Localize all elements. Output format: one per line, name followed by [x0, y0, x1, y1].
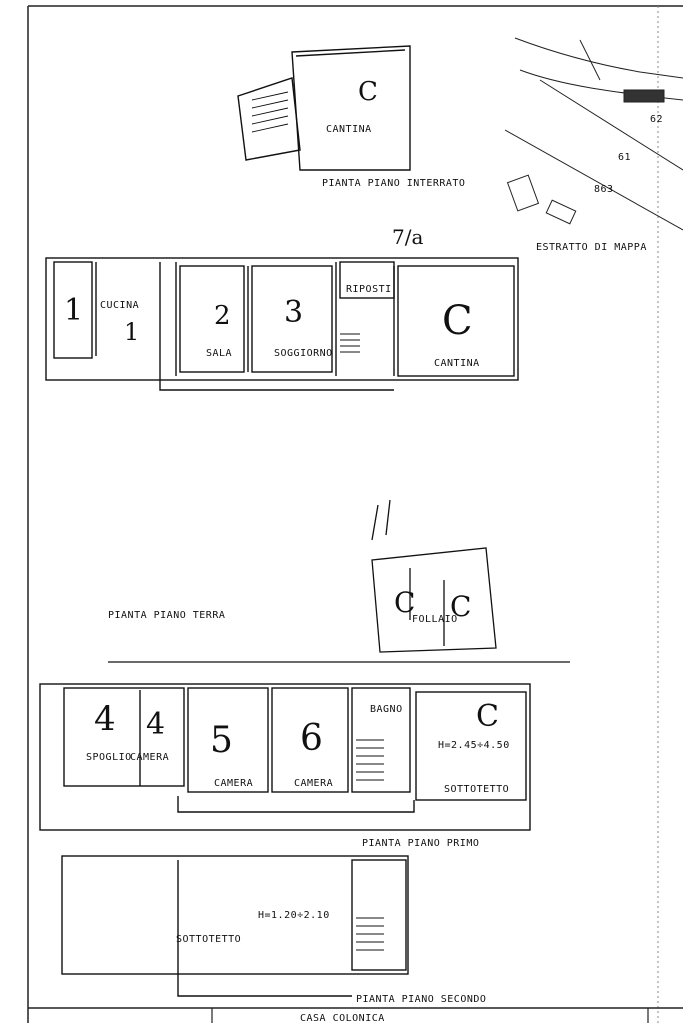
ground-annex-label: FOLLAIO — [412, 614, 458, 625]
first-room3-number: 5 — [210, 720, 233, 761]
first-room4-label: CAMERA — [294, 778, 333, 789]
ground-room3-number: 3 — [284, 295, 303, 330]
first-room6-number: C — [476, 699, 499, 734]
second-room-height: H=1.20÷2.10 — [258, 910, 330, 921]
second-room-label: SOTTOTETTO — [176, 934, 241, 945]
cadastral-map — [504, 37, 683, 231]
cadastral-parcel-863: 863 — [594, 184, 614, 195]
first-room6-height: H=2.45÷4.50 — [438, 740, 510, 751]
footer-title: CASA COLONICA — [300, 1013, 385, 1023]
ground-room4-label: RIPOSTI — [346, 284, 392, 295]
first-room6-label: SOTTOTETTO — [444, 784, 509, 795]
ground-annotation: 7/a — [392, 225, 423, 249]
ground-annex-mark-1: C — [394, 586, 415, 619]
basement-room-label: CANTINA — [326, 124, 372, 135]
ground-floor-title: PIANTA PIANO TERRA — [108, 610, 225, 621]
ground-annex-mark-2: C — [450, 590, 471, 623]
ground-room2-number: 2 — [214, 301, 231, 331]
first-floor-plan — [39, 683, 531, 831]
first-floor-title: PIANTA PIANO PRIMO — [362, 838, 479, 849]
basement-plan-title: PIANTA PIANO INTERRATO — [322, 178, 465, 189]
ground-room5-number: C — [442, 298, 473, 344]
first-room1-number: 4 — [94, 699, 116, 739]
cadastral-title: ESTRATTO DI MAPPA — [536, 242, 647, 253]
first-room2-number: 4 — [146, 707, 165, 742]
first-room4-number: 6 — [300, 718, 323, 759]
second-floor-plan — [61, 855, 409, 997]
first-room5-label: BAGNO — [370, 704, 403, 715]
basement-room-mark: C — [358, 77, 378, 107]
sheet-frame — [27, 5, 683, 1023]
cadastral-parcel-62: 62 — [650, 114, 663, 125]
ground-room1-sub: 1 — [124, 318, 139, 346]
ground-room5-label: CANTINA — [434, 358, 480, 369]
ground-annex-plan — [371, 499, 497, 653]
ground-room1-number: 1 — [64, 293, 83, 328]
basement-plan — [237, 45, 411, 171]
ground-floor-plan — [45, 257, 519, 391]
first-room1-label: SPOGLIO — [86, 752, 132, 763]
ground-room1-label: CUCINA — [100, 300, 139, 311]
cadastral-parcel-61: 61 — [618, 152, 631, 163]
footer-cell-dividers — [211, 1008, 649, 1023]
ground-room3-label: SOGGIORNO — [274, 348, 333, 359]
ground-room2-label: SALA — [206, 348, 232, 359]
first-room2-label: CAMERA — [130, 752, 169, 763]
second-floor-title: PIANTA PIANO SECONDO — [356, 994, 486, 1005]
first-room3-label: CAMERA — [214, 778, 253, 789]
